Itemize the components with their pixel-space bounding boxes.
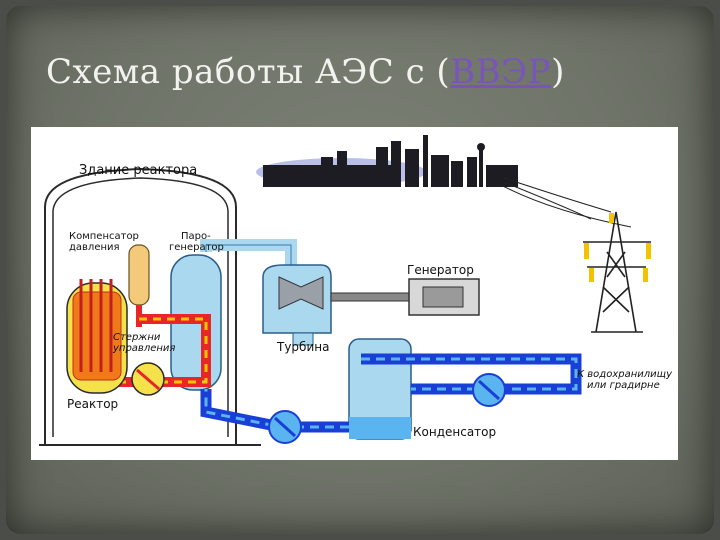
label-control-rods-line2: управления [113,343,176,354]
label-reactor-building: Здание реактора [79,163,198,178]
label-steam-generator-line1: Паро- [181,231,211,242]
control-rods [79,279,113,372]
label-reactor: Реактор [67,397,119,411]
insulators [584,213,651,282]
label-control-rods-line1: Стержни [113,332,161,343]
reactor-core [72,291,122,381]
title-prefix: Схема работы АЭС с ( [46,52,451,92]
reactor-building-outer [44,167,237,445]
label-condenser: Конденсатор [413,425,497,439]
feedwater-flow [204,389,349,429]
npp-schematic [39,135,651,446]
label-pressurizer-line1: Компенсатор [69,231,139,242]
label-generator: Генератор [407,263,474,277]
feedwater-pump-blade [273,416,297,438]
label-steam-generator-line2: генератор [169,242,224,253]
turbine-exhaust [292,332,314,346]
title-link-vver[interactable]: ВВЭР [450,52,552,92]
transmission-tower [583,211,651,333]
cooling-water-flow [361,357,578,391]
label-turbine: Турбина [277,340,330,354]
steam-line-outline [205,244,292,277]
label-pressurizer-line2: давления [69,242,120,253]
cooling-pump-blade [477,379,501,401]
slide-title: Схема работы АЭС с (ВВЭР) [46,52,565,92]
condenser-water [349,417,411,439]
label-to-reservoir-line2: или градирне [587,380,660,391]
label-to-reservoir-line1: К водохранилищу [577,369,672,380]
title-suffix: ) [551,52,565,92]
generator-core [422,286,464,308]
turbine-rotor [278,276,324,310]
reactor-building-inner [52,177,229,437]
city-skyline [263,135,518,187]
pressurizer [128,244,150,306]
primary-pump-blade [136,368,160,391]
npp-diagram: Здание реактора Компенсатор давления Пар… [31,127,678,460]
